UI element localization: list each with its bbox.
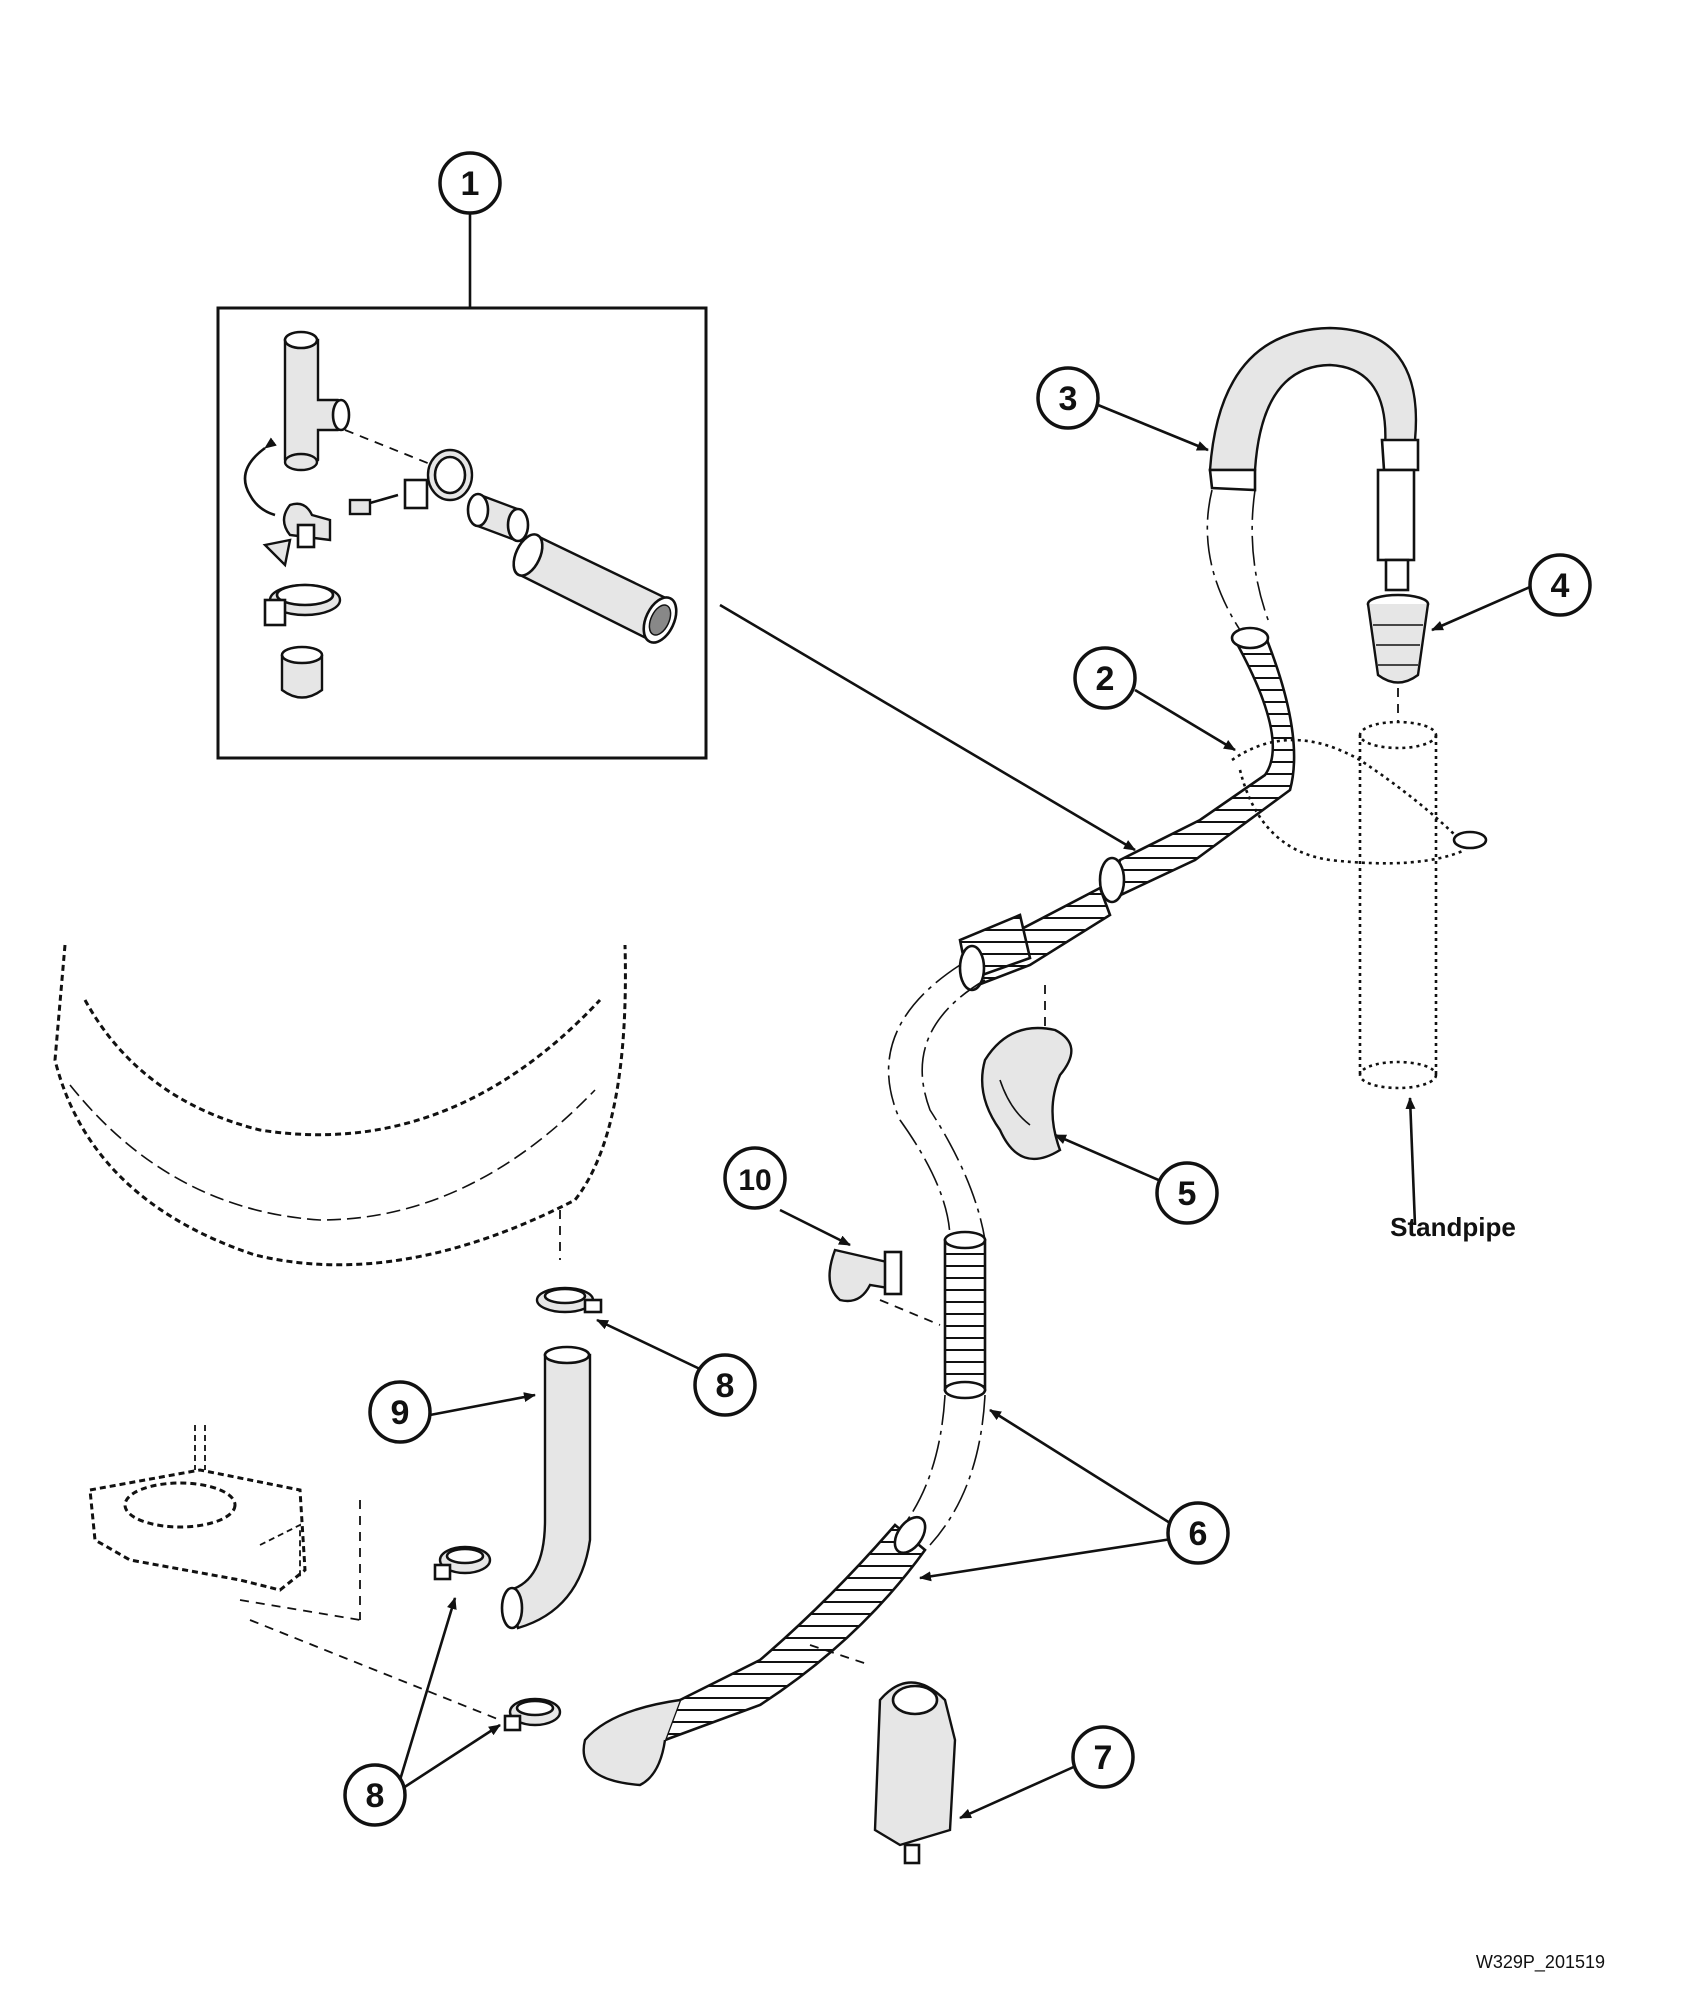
hose-clamp-lower-2 [503,1697,562,1732]
hose-routing-path [887,964,961,1241]
svg-text:5: 5 [1178,1175,1197,1213]
tee-fitting [283,330,351,472]
small-clamp [282,502,332,549]
svg-text:3: 3 [1059,380,1078,418]
callout-7: 7 [1071,1725,1135,1789]
chain [1231,738,1461,841]
callout-8-upper: 8 [693,1353,757,1417]
coupling-long [466,492,530,543]
drain-hose-bottom [582,1515,927,1787]
callout-5: 5 [1155,1161,1219,1225]
standpipe-adapter [1366,593,1430,684]
hose-segment [512,533,678,644]
pump-hose [500,1345,592,1630]
callout-10: 10 [723,1146,787,1210]
hose-clamp-mid [403,448,474,510]
cone-tip [262,538,292,568]
coupling-short [280,645,324,699]
hose-clamp-top [535,1286,603,1314]
svg-text:8: 8 [716,1367,735,1405]
hose-guide [981,1026,1073,1160]
svg-text:7: 7 [1094,1739,1113,1777]
callout-2: 2 [1073,646,1137,710]
svg-text:4: 4 [1551,567,1570,605]
pump-outline [88,1425,307,1592]
svg-text:8: 8 [366,1777,385,1815]
drawing-code: W329P_201519 [1476,1952,1605,1973]
screw [348,493,399,516]
hose-clamp-large [263,583,342,627]
svg-text:2: 2 [1096,660,1115,698]
callout-6: 6 [1166,1501,1230,1565]
drain-hose-joint [958,886,1112,992]
hose-clip [828,1248,903,1303]
service-kit-inset [216,212,708,760]
drain-hose-lower [943,1230,987,1400]
svg-text:6: 6 [1189,1515,1208,1553]
hose-hook [1208,326,1420,592]
svg-text:10: 10 [738,1164,771,1197]
callout-3: 3 [1036,366,1100,430]
hose-clamp-lower-1 [433,1545,492,1581]
callout-1: 1 [438,151,502,215]
callout-9: 9 [368,1380,432,1444]
svg-text:9: 9 [391,1394,410,1432]
drain-hose-upper [1098,626,1296,904]
standpipe [1358,720,1438,1090]
callout-4: 4 [1528,553,1592,617]
tub-outline [53,944,627,1267]
standpipe-label: Standpipe [1390,1212,1516,1242]
svg-text:1: 1 [461,165,480,203]
callout-8-lower: 8 [343,1763,407,1827]
hose-support [873,1681,957,1865]
